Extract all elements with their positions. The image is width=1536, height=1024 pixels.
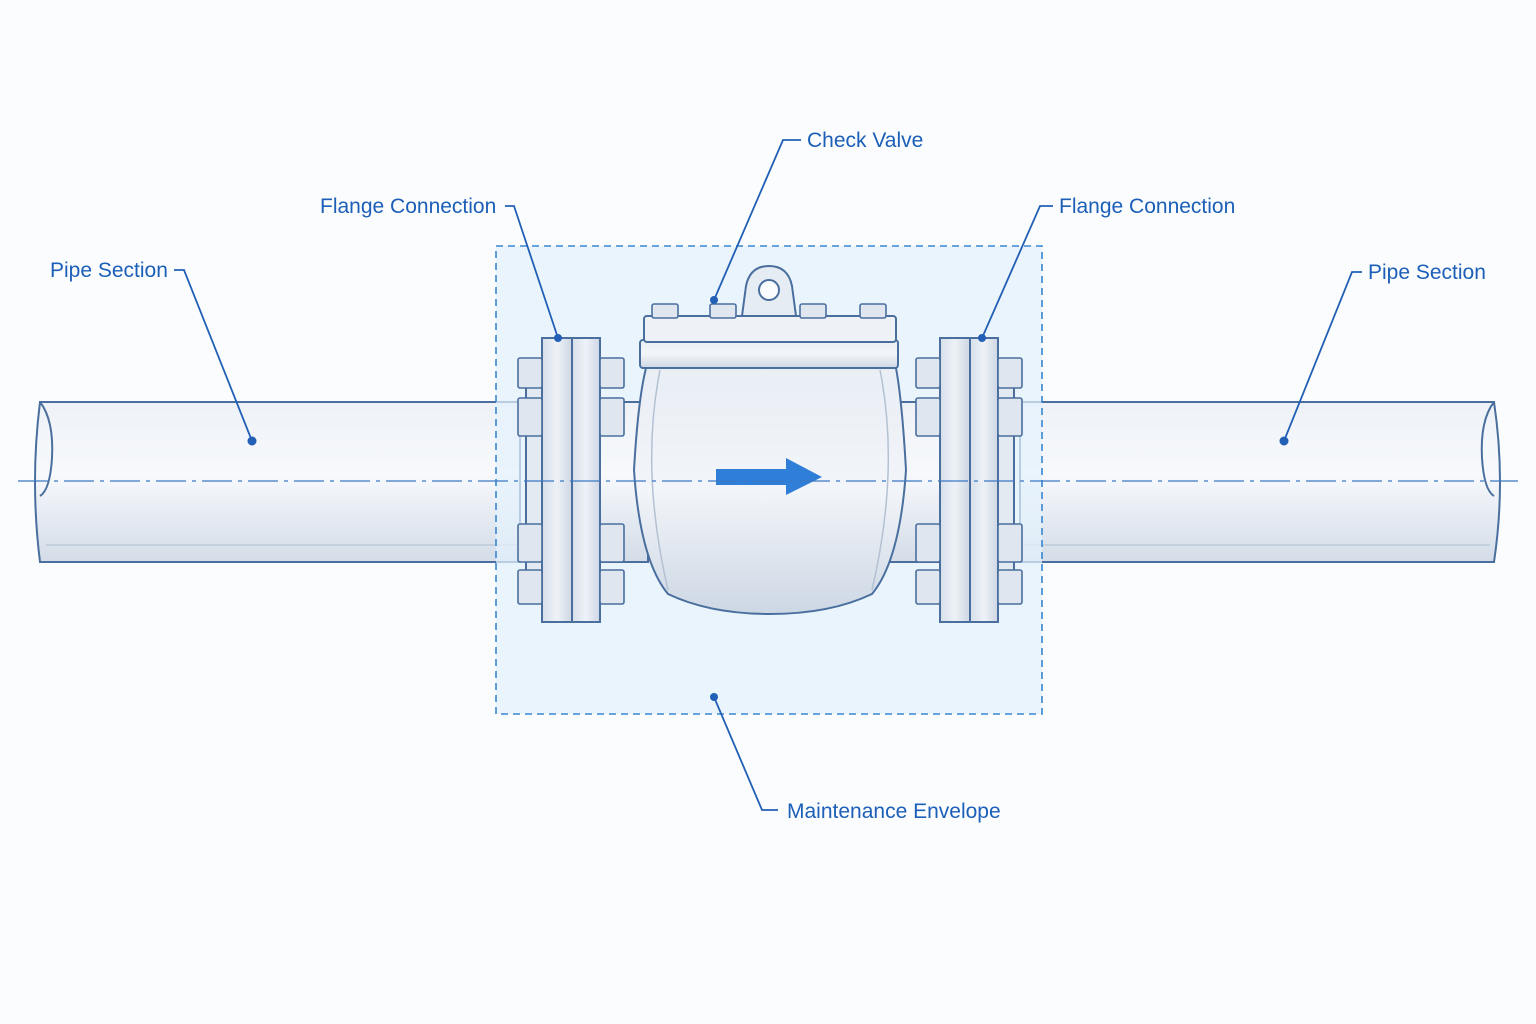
lifting-eye-icon — [740, 264, 798, 317]
label-flange-connection-left: Flange Connection — [320, 195, 496, 218]
leader-flange-right — [978, 205, 1053, 342]
leader-flange-left — [505, 205, 562, 342]
valve-bonnet — [639, 315, 899, 369]
pipe-section-left — [34, 401, 521, 563]
check-valve-body — [632, 367, 908, 616]
label-check-valve: Check Valve — [807, 129, 923, 152]
label-pipe-section-right: Pipe Section — [1368, 261, 1486, 284]
label-maintenance-envelope: Maintenance Envelope — [787, 800, 1001, 823]
leader-pipe-right — [1279, 271, 1362, 446]
flange-bolts-right — [915, 357, 1023, 605]
leader-pipe-left — [174, 269, 257, 446]
flange-bolts-left — [517, 357, 625, 605]
flow-direction-arrow-icon — [716, 458, 822, 495]
label-pipe-section-left: Pipe Section — [50, 259, 168, 282]
flange-connection-left — [517, 337, 625, 623]
pipe-section-right — [1019, 401, 1501, 563]
leader-check-valve — [710, 139, 801, 304]
bonnet-bolts — [651, 303, 887, 319]
leader-envelope — [710, 693, 778, 811]
label-flange-connection-right: Flange Connection — [1059, 195, 1235, 218]
